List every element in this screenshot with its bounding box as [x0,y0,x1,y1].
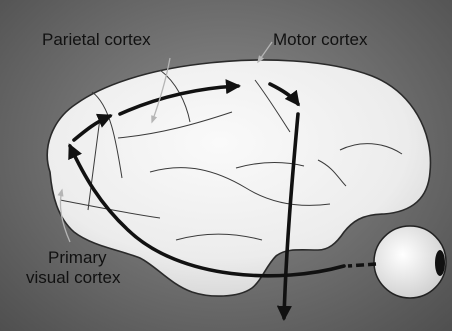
visual-cortex-label-line-1: Primary [26,248,120,268]
pointer-motor [258,42,272,62]
optic-nerve [348,264,376,266]
visual-cortex-label-line-2: visual cortex [26,268,120,288]
primary-visual-cortex-label: Primary visual cortex [26,248,120,288]
eye-icon [374,226,446,298]
parietal-cortex-label: Parietal cortex [42,30,151,50]
motor-cortex-label: Motor cortex [273,30,367,50]
